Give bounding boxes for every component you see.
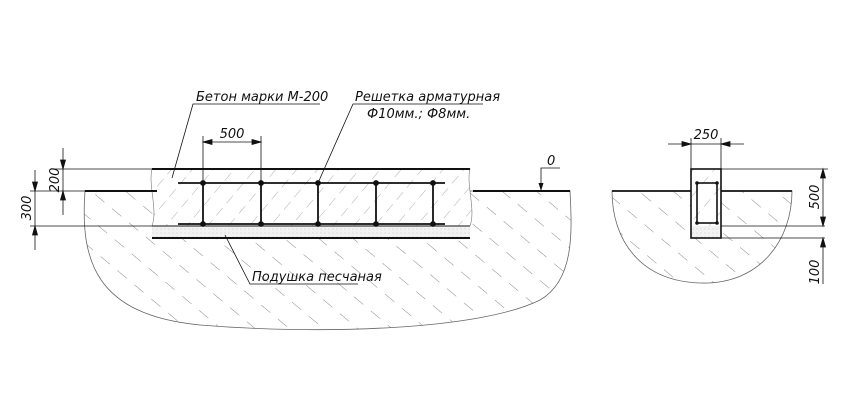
rebar-mesh <box>178 180 445 227</box>
dim-label-300: 300 <box>20 196 35 221</box>
dim-label-100: 100 <box>808 260 823 285</box>
dimension-left <box>30 148 152 250</box>
beam-cross-section <box>690 168 722 239</box>
dim-label-500-vertical: 500 <box>808 185 823 210</box>
label-rebar-spec: Ф10мм.; Ф8мм. <box>367 107 470 122</box>
label-sand: Подушка песчаная <box>252 270 382 285</box>
dimension-right <box>668 138 828 284</box>
dim-label-500: 500 <box>220 127 245 142</box>
leader-rebar <box>317 103 483 184</box>
sand-cushion <box>152 226 470 238</box>
dimension-rebar-spacing <box>201 136 263 183</box>
label-concrete: Бетон марки М-200 <box>196 90 328 105</box>
leader-sand <box>224 234 358 285</box>
label-rebar-title: Решетка арматурная <box>355 90 500 105</box>
concrete-slab <box>150 168 473 239</box>
leader-ground-level <box>540 167 560 190</box>
leader-concrete <box>171 103 320 179</box>
label-ground-level: 0 <box>547 154 555 169</box>
dim-label-250: 250 <box>694 128 719 143</box>
dim-label-200: 200 <box>48 168 63 193</box>
